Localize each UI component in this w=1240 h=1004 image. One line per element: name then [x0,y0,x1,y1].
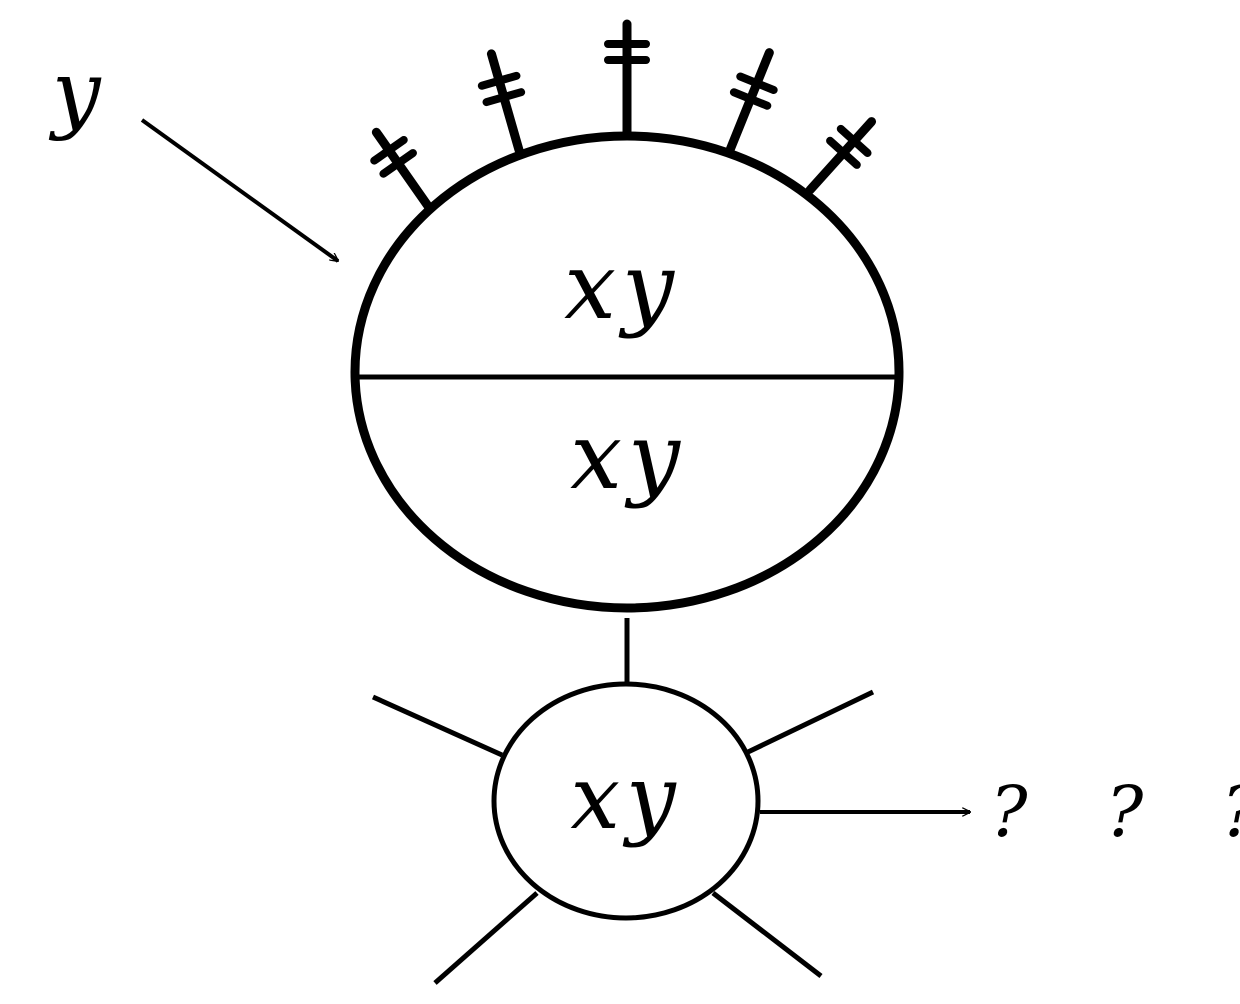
large-circle [355,136,899,608]
spike-3 [608,24,646,132]
output-label: ? ? ? [990,771,1240,853]
input-label: y [48,43,102,143]
lower-half-label: xy [570,403,686,510]
spike-5 [797,110,885,202]
upper-half-label: xy [564,233,680,340]
spike-1 [362,122,443,216]
ray-upper-right [748,692,873,752]
small-circle-label: xy [570,746,681,849]
ray-lower-right [713,893,821,976]
spike-2 [474,49,536,155]
ray-upper-left [373,697,502,755]
spike-4 [713,46,786,157]
ray-lower-left [435,893,537,983]
input-arrow [142,120,338,261]
